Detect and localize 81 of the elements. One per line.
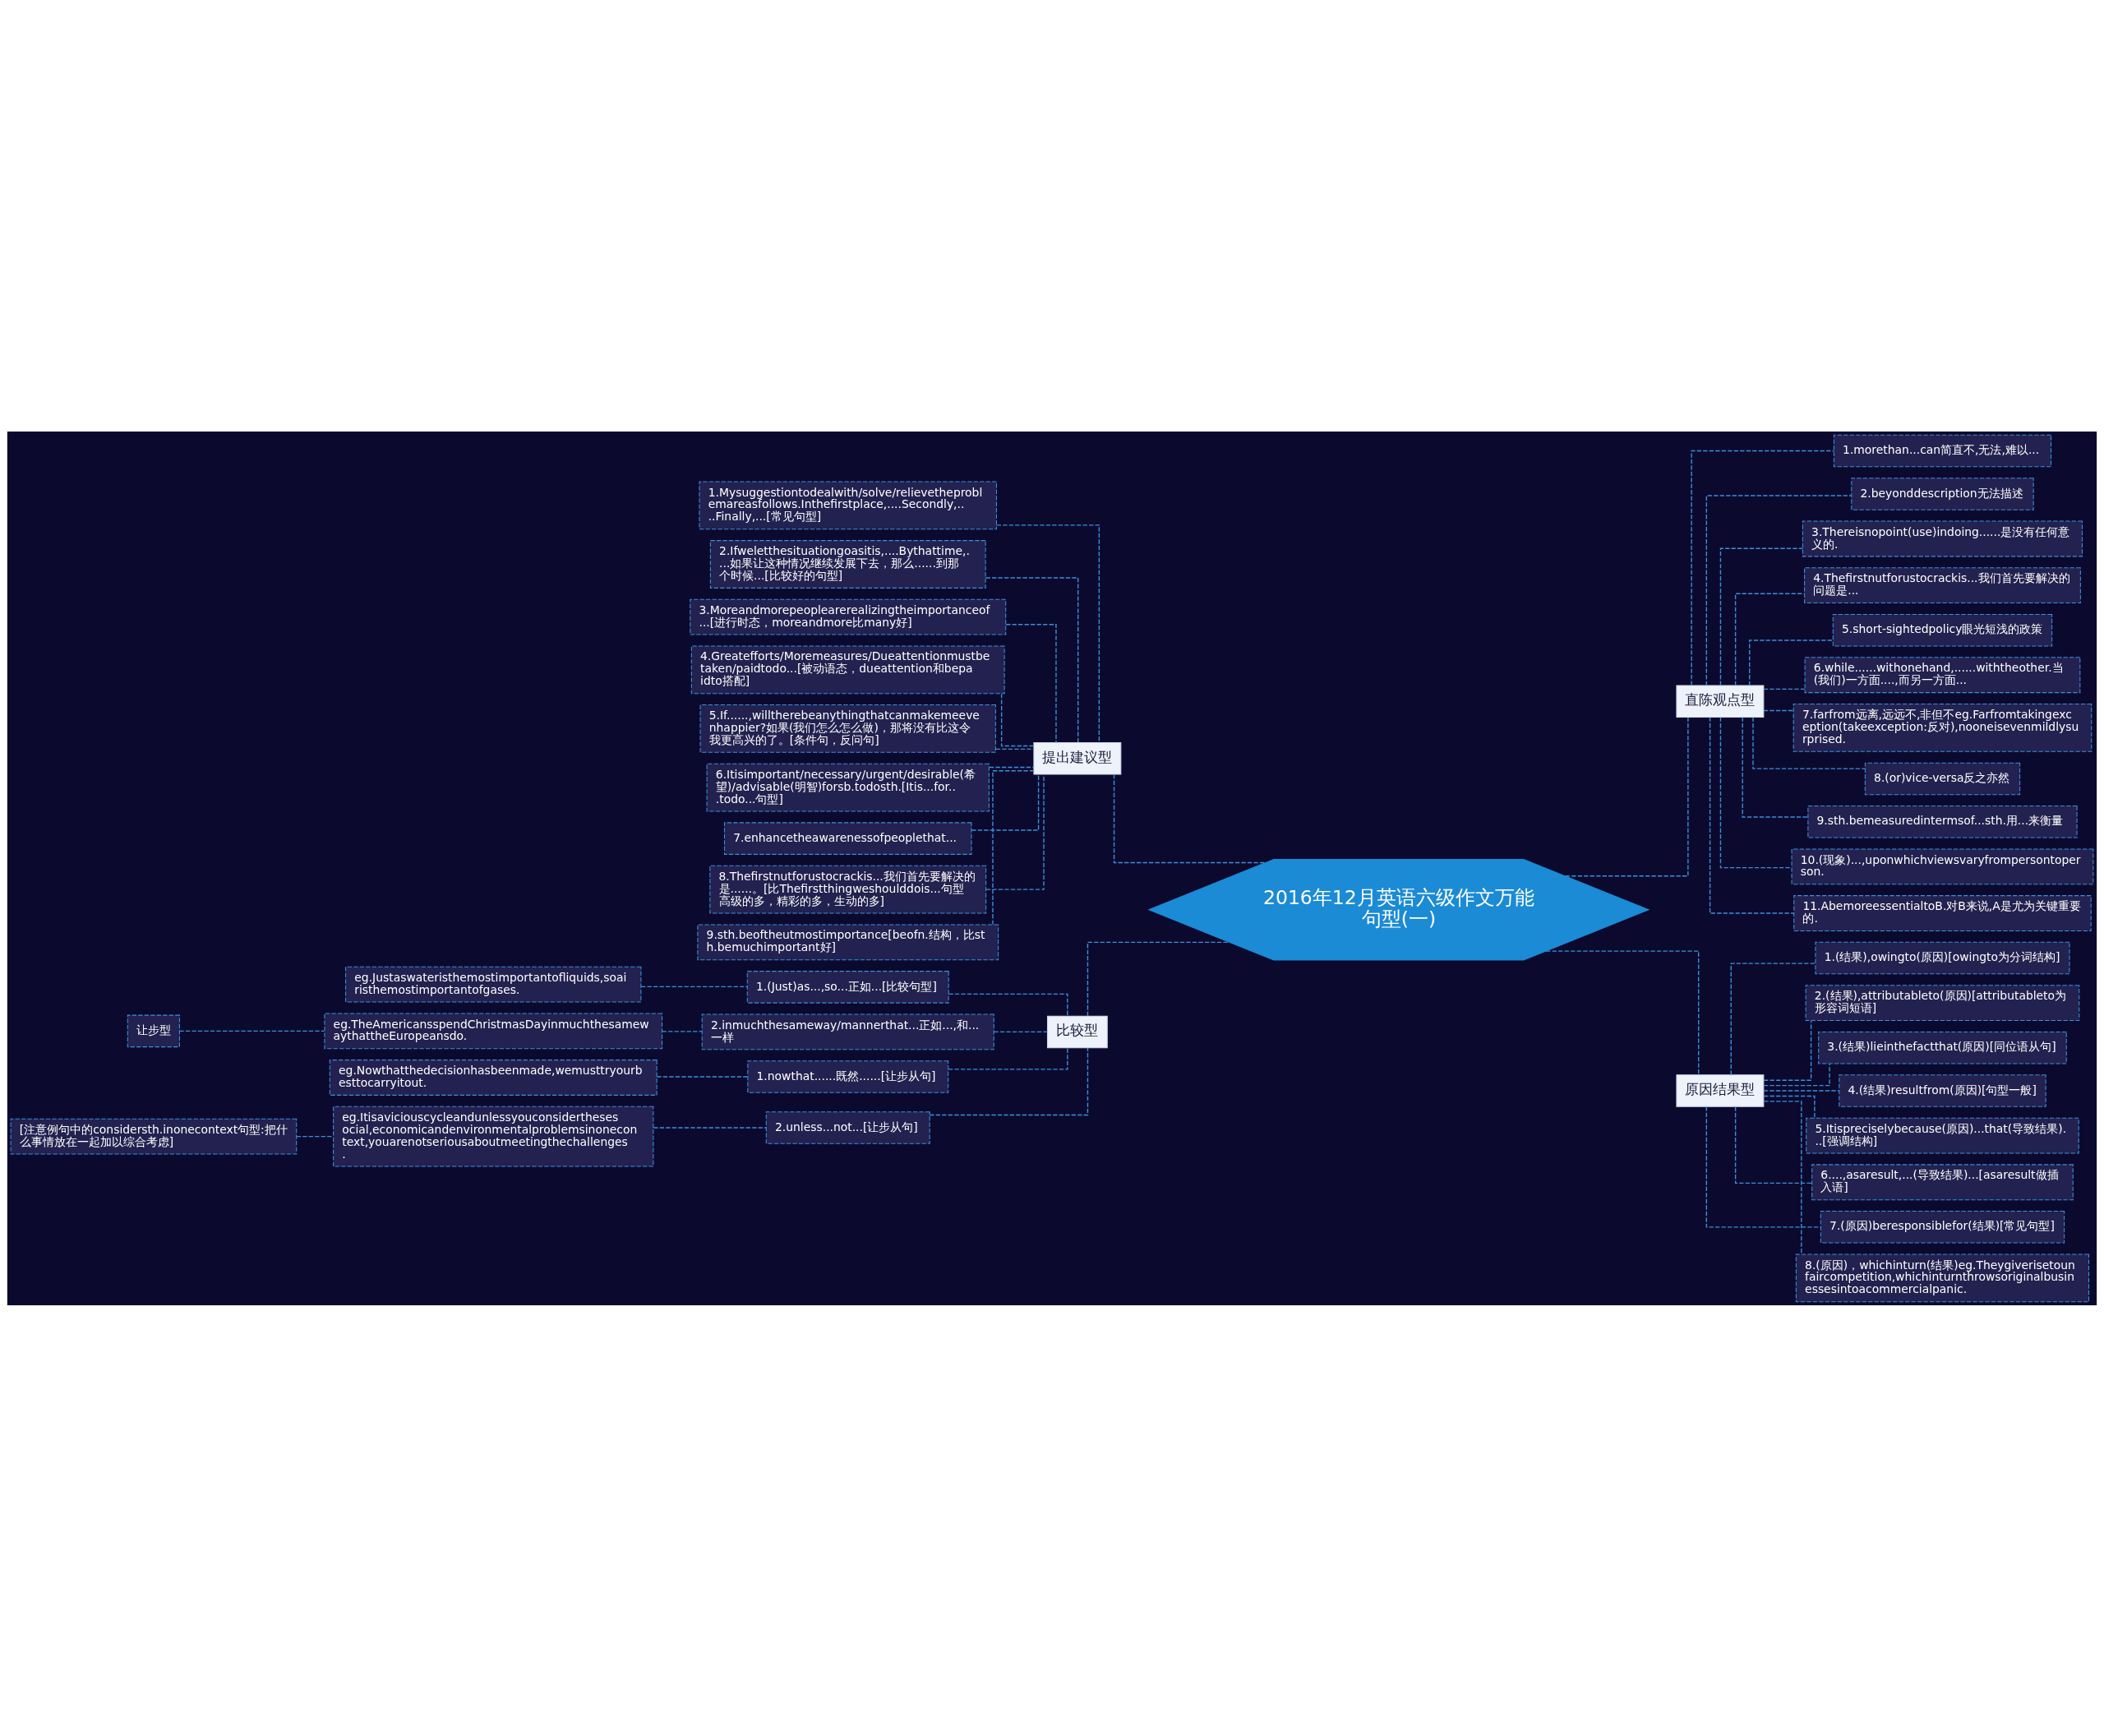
connector: [992, 769, 1035, 925]
connector: [948, 1046, 1068, 1070]
connector: [1749, 639, 1834, 686]
connector: [989, 766, 1035, 768]
connector: [1730, 962, 1816, 1075]
node-box: 10.(现象)...,uponwhichviewsvaryfrompersontoperson.: [1791, 847, 2094, 884]
connector: [178, 1030, 325, 1032]
node-box: 7.farfrom远离,远远不,非但不eg.Farfromtakingexception(takeexception:反对),nooneisevenmildlysurprised.: [1793, 703, 2092, 752]
node-box: 直陈观点型: [1676, 685, 1765, 718]
node-box: eg.Justaswateristhemostimportantofliquids,soairisthemostimportantofgases.: [345, 966, 642, 1003]
connector: [995, 524, 1100, 743]
node-box: 1.nowthat......既然......[让步从句]: [747, 1060, 949, 1093]
node-box: 2.(结果),attributableto(原因)[attributableto为形容词短语]: [1805, 984, 2080, 1021]
connector: [1705, 494, 1853, 686]
node-box: 3.Thereisnopoint(use)indoing......是没有任何意义的.: [1802, 520, 2083, 556]
node-box: 比较型: [1046, 1015, 1108, 1048]
node-box: 5.Itispreciselybecause(原因)...that(导致结果)...[强调结构]: [1806, 1117, 2079, 1154]
connector: [1742, 716, 1809, 818]
connector: [1763, 688, 1806, 690]
connector: [1545, 949, 1700, 1075]
connector: [1763, 1095, 1816, 1119]
connector: [994, 748, 1035, 750]
node-box: eg.TheAmericansspendChristmasDayinmuchthesamewaythattheEuropeansdo.: [324, 1012, 663, 1049]
node-box: [注意例句中的considersth.inonecontext句型:把什么事情放在一起加以综合考虑]: [10, 1118, 298, 1155]
node-box: 4.Thefirstnutforustocrackis...我们首先要解决的问题是...: [1804, 566, 2081, 603]
connector: [993, 1031, 1049, 1032]
connector: [1763, 709, 1794, 711]
connector: [985, 576, 1079, 743]
connector: [1087, 941, 1230, 1017]
connector: [661, 1030, 703, 1032]
node-box: 8.Thefirstnutforustocrackis...我们首先要解决的是......。[比Thefirstthingweshoulddois...句型高级的多，精彩的多，生动的多]: [709, 865, 987, 914]
connector: [929, 1046, 1089, 1115]
node-box: 1.(结果),owingto(原因)[owingto为分词结构]: [1815, 941, 2070, 974]
connector: [653, 1126, 767, 1129]
connector: [1734, 1106, 1813, 1184]
connector: [1719, 716, 1793, 868]
node-box: eg.Itisaviciouscycleandunlessyouconsiderthesesocial,economicandenvironmentalproblemsinonecontext,youarenotseriousaboutmeetingthechallenges.: [333, 1106, 654, 1167]
connector: [1752, 716, 1866, 769]
connector: [1763, 1100, 1802, 1255]
connector: [1705, 1106, 1821, 1227]
node-box: 5.If......,willtherebeanythingthatcanmakemeevenhappier?如果(我们怎么怎么做)，那将没有比这令我更高兴的了。[条件句，反问句]: [699, 704, 996, 753]
node-box: 3.(结果)lieinthefactthat(原因)[同位语从句]: [1818, 1031, 2067, 1064]
node-box: 1.Mysuggestiontodealwith/solve/relievetheproblemareasfollows.Inthefirstplace,....Secondly,....Finally,...[常见句型]: [699, 480, 997, 529]
node-box: 5.short-sightedpolicy眼光短浅的政策: [1832, 613, 2053, 646]
node-box: 1.(Just)as...,so...正如...[比较句型]: [746, 970, 949, 1004]
connector: [985, 773, 1045, 890]
node-box: 2.inmuchthesameway/mannerthat...正如...,和...一样: [701, 1013, 994, 1050]
connector: [1000, 692, 1035, 746]
node-box: 2.beyonddescription无法描述: [1851, 477, 2034, 510]
connector: [1005, 623, 1057, 743]
connector: [948, 993, 1068, 1016]
connector: [1763, 1019, 1812, 1081]
node-box: 7.enhancetheawarenessofpeoplethat...: [723, 821, 972, 855]
connector: [1719, 547, 1803, 686]
connector: [1113, 773, 1267, 863]
node-box: 3.Moreandmorepeoplearerealizingtheimportanceof...[进行时态，moreandmore比many好]: [690, 598, 1007, 635]
node-box: 11.AbemoreessentialtoB.对B来说,A是尤为关键重要的.: [1793, 894, 2092, 931]
connector: [1564, 716, 1689, 876]
node-box: 2.unless...not...[让步从句]: [765, 1110, 930, 1144]
connector: [1709, 716, 1795, 914]
node-box: 8.(原因)，whichinturn(结果)eg.Theygiverisetounfaircompetition,whichinturnthrowsoriginalbusinessesintoacommercialpanic.: [1795, 1253, 2090, 1302]
node-box: 8.(or)vice-versa反之亦然: [1864, 762, 2021, 795]
connector: [640, 986, 748, 987]
connector: [1763, 1063, 1830, 1086]
node-box: 9.sth.beoftheutmostimportance[beofn.结构，比sth.bemuchimportant好]: [697, 923, 999, 960]
connector: [1691, 450, 1835, 686]
node-box: 2.Ifweletthesituationgoasitis,....Bythattime,....如果让这种情况继续发展下去，那么......到那个时候...[比较好的句型]: [709, 539, 986, 589]
node-box: 9.sth.bemeasuredintermsof...sth.用...来衡量: [1807, 805, 2078, 838]
node-box: 6.Itisimportant/necessary/urgent/desirable(希望)/advisable(明智)forsb.todosth.[Itis...for...todo...句型]: [706, 763, 990, 812]
connector: [656, 1075, 749, 1078]
node-box: 1.morethan...can简直不,无法,难以...: [1833, 434, 2052, 467]
node-box: 4.Greatefforts/Moremeasures/Dueattentionmustbetaken/paidtodo...[被动语态，dueattention和bepaidto搭配]: [690, 644, 1005, 694]
node-box: 4.(结果)resultfrom(原因)[句型一般]: [1839, 1073, 2046, 1107]
node-box: 6.while......withonehand,......withtheother.当(我们)一方面....,而另一方面...: [1804, 656, 2081, 693]
node-box: 6....,asaresult,...(导致结果)...[asaresult做插入语]: [1811, 1163, 2074, 1200]
node-box: 提出建议型: [1033, 741, 1122, 775]
node-box: eg.Nowthatthedecisionhasbeenmade,wemusttryourbesttocarryitout.: [329, 1059, 658, 1096]
node-box: 原因结果型: [1676, 1073, 1765, 1107]
node-box: 7.(原因)beresponsiblefor(结果)[常见句型]: [1820, 1210, 2065, 1244]
node-box: 让步型: [127, 1014, 180, 1047]
connector: [1763, 1089, 1840, 1092]
